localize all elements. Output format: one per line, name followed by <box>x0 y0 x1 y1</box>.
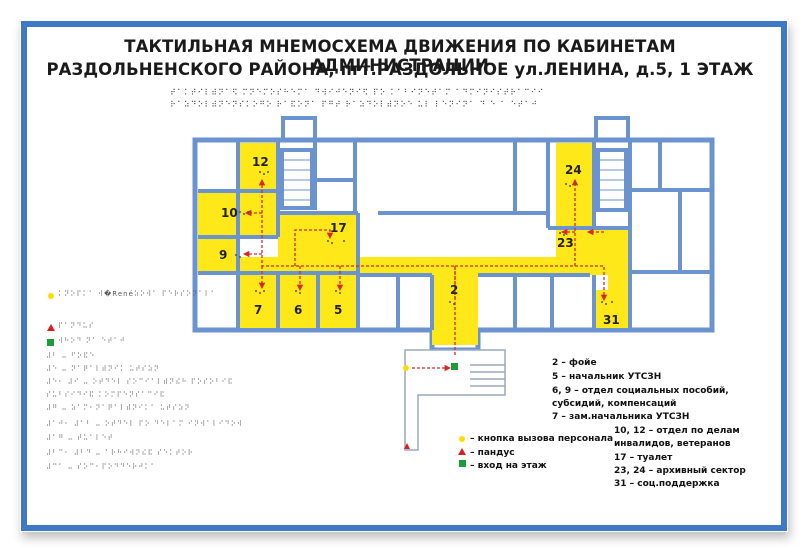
legend-entrance-label: – вход на этаж <box>470 461 547 471</box>
legend-a-line-2: 5 – начальник УТСЗН <box>552 372 662 382</box>
room-10-label: 10 <box>221 206 238 220</box>
legend-a-line-1: 2 – фойе <box>552 358 597 368</box>
room-7-fill <box>240 273 278 328</box>
left-legend-entrance-icon <box>47 339 54 346</box>
room-9-label: 9 <box>219 248 227 262</box>
legend-b-line-2: инвалидов, ветеранов <box>614 439 731 449</box>
braille-title-1: ⠞⠁⠅⠞⠊⠇⠾⠝⠁⠫ ⠍⠝⠑⠍⠕⠎⠓⠑⠍⠁ ⠙⠺⠊⠚⠑⠝⠊⠫ ⠏⠕ ⠅⠁⠃⠊⠝⠑… <box>170 88 545 97</box>
room-6-label: 6 <box>294 303 302 317</box>
legend-b-line-5: 31 – соц.поддержка <box>614 479 720 489</box>
left-legend-ramp-icon <box>47 324 55 331</box>
title-line-1: ТАКТИЛЬНАЯ МНЕМОСХЕМА ДВИЖЕНИЯ ПО КАБИНЕ… <box>124 37 676 75</box>
ramp-marker <box>404 443 410 449</box>
room-31-label: 31 <box>603 313 620 327</box>
legend-button-label: – кнопка вызова персонала <box>470 434 614 444</box>
room-24-label: 24 <box>565 163 582 177</box>
room-6-fill <box>280 273 318 328</box>
stair-top-right <box>594 116 630 142</box>
room-braille-dots <box>235 171 613 305</box>
room-5-label: 5 <box>334 303 342 317</box>
legend-b-line-3: 17 – туалет <box>614 453 673 463</box>
left-legend-line-2: ⠼⠑ ⠤ ⠝⠁⠟⠁⠇⠾⠝⠊⠅ ⠥⠞⠎⠵⠝ <box>46 365 160 373</box>
room-7-label: 7 <box>254 303 262 317</box>
left-legend-line-3: ⠼⠑⠂ ⠼⠊ ⠤ ⠕⠞⠙⠑⠇ ⠎⠕⠉⠊⠁⠇⠾⠝⠮⠓ ⠏⠕⠎⠕⠃⠊⠯ <box>46 378 234 386</box>
braille-title-2: ⠗⠁⠵⠙⠕⠇⠾⠝⠑⠝⠎⠅⠕⠛⠕ ⠗⠁⠯⠕⠝⠁ ⠏⠛⠞ ⠗⠁⠵⠙⠕⠇⠾⠝⠕⠑ ⠥⠇… <box>170 100 538 109</box>
title-line-2: РАЗДОЛЬНЕНСКОГО РАЙОНА, пгт.РАЗДОЛЬНОЕ у… <box>46 60 754 79</box>
legend-b-line-1: 10, 12 – отдел по делам <box>614 426 740 436</box>
left-legend-button-icon <box>48 293 54 299</box>
room-17-label: 17 <box>330 221 347 235</box>
legend-b-line-4: 23, 24 – архивный сектор <box>614 466 746 476</box>
left-legend-entrance-braille: ⠺⠓⠕⠙ ⠝⠁ ⠑⠞⠁⠚ <box>58 337 126 345</box>
legend-a-line-5: 7 – зам.начальника УТСЗН <box>552 412 690 422</box>
room-9-fill <box>198 237 238 271</box>
room-12-label: 12 <box>252 155 269 169</box>
left-legend-line-4: ⠎⠥⠃⠎⠊⠙⠊⠯ ⠅⠕⠍⠏⠑⠝⠎⠁⠉⠊⠯ <box>46 391 166 399</box>
entrance-marker <box>451 363 458 370</box>
interior-walls <box>198 140 712 330</box>
left-legend-line-9: ⠼⠉⠁ ⠤ ⠎⠕⠉⠂⠏⠕⠙⠙⠑⠗⠚⠅⠁ <box>46 463 157 471</box>
left-legend-line-8: ⠼⠃⠉⠂ ⠼⠃⠙ ⠤ ⠁⠗⠓⠊⠺⠝⠮⠯ ⠎⠑⠅⠞⠕⠗ <box>46 449 194 457</box>
room-2-label: 2 <box>450 283 458 297</box>
call-button-marker <box>403 365 409 371</box>
room-5-fill <box>320 273 358 328</box>
legend-entrance-icon <box>459 460 466 467</box>
left-legend-button-braille: ⠅⠝⠕⠏⠅⠁ ⠺�René⠵⠕⠺⠁ ⠏⠑⠗⠎⠕⠝⠁⠇⠁ <box>58 290 217 298</box>
legend-a-line-3: 6, 9 – отдел социальных пособий, <box>552 386 729 396</box>
legend-ramp-label: – пандус <box>470 448 515 458</box>
legend-ramp-icon <box>458 448 466 455</box>
legend-a-line-4: субсидий, компенсаций <box>552 399 677 409</box>
left-legend-ramp-braille: ⠏⠁⠝⠙⠥⠎ <box>58 322 95 330</box>
left-legend-line-7: ⠼⠁⠛ ⠤ ⠞⠥⠁⠇⠑⠞ <box>46 434 114 442</box>
route-lines <box>242 178 608 372</box>
board-frame <box>21 21 787 531</box>
corridor-right-fill <box>608 228 628 290</box>
left-legend-line-6: ⠼⠁⠚⠂ ⠼⠁⠃ ⠤ ⠕⠞⠙⠑⠇ ⠏⠕ ⠙⠑⠇⠁⠍ ⠊⠝⠺⠁⠇⠊⠙⠕⠺ <box>46 420 244 428</box>
legend-button-icon <box>459 436 465 442</box>
left-legend-line-5: ⠼⠛ ⠤ ⠵⠁⠍⠂⠝⠁⠟⠁⠇⠾⠝⠊⠅⠁ ⠥⠞⠎⠵⠝ <box>46 404 191 412</box>
entrance-porch <box>404 349 506 451</box>
left-legend-line-1: ⠼⠃ ⠤ ⠋⠕⠯⠑ <box>46 352 96 360</box>
room-23-label: 23 <box>557 236 574 250</box>
stair-top-left <box>281 116 317 142</box>
